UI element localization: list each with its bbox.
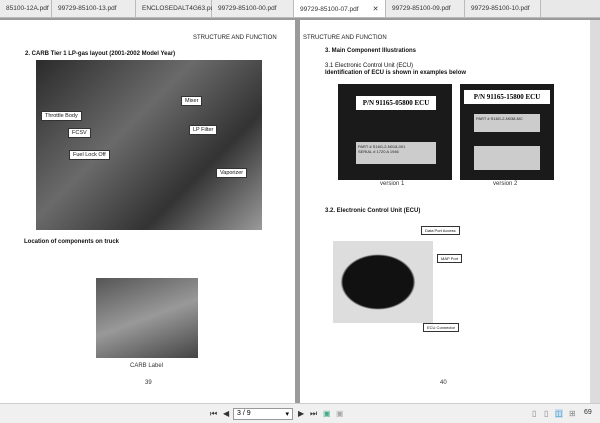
ecu2-part: PART # S16G-2-N038-MC xyxy=(474,114,540,132)
single-page-icon[interactable]: ▯ xyxy=(532,409,537,418)
page-value: 3 / 9 xyxy=(237,410,251,417)
prev-page-icon[interactable]: ◀ xyxy=(223,409,230,418)
ecu1-serial: SERIAL # 1720 A 1946 xyxy=(358,149,399,154)
engine-photo xyxy=(36,60,262,230)
tab[interactable]: 99729-85100-09.pdf xyxy=(386,0,465,17)
subsection-title: 3.2. Electronic Control Unit (ECU) xyxy=(325,208,421,214)
callout-throttle-body: Throttle Body xyxy=(41,111,82,121)
close-icon[interactable]: ✕ xyxy=(372,6,379,13)
subsection-title: 3.1 Electronic Control Unit (ECU) xyxy=(325,63,414,69)
callout-mixer: Mixer xyxy=(181,96,203,106)
next-page-icon[interactable]: ▶ xyxy=(298,409,305,418)
callout-vaporizer: Vaporizer xyxy=(216,168,248,178)
scrollbar[interactable] xyxy=(590,20,600,403)
ecu1-label: P/N 91165-05800 ECU xyxy=(356,96,436,110)
tab-active[interactable]: 99729-85100-07.pdf ✕ xyxy=(294,0,386,17)
tab[interactable]: 99729-85100-13.pdf xyxy=(52,0,136,17)
carb-caption: CARB Label xyxy=(130,363,164,369)
bottom-toolbar: ⏮ ◀ 3 / 9▾ ▶ ⏭ ▣ ▣ ▯ ▯ ◫ ⊞ 69 xyxy=(0,403,600,423)
location-heading: Location of components on truck xyxy=(24,239,120,245)
page-header: STRUCTURE AND FUNCTION xyxy=(193,35,277,41)
pdf-page-39: STRUCTURE AND FUNCTION 2. CARB Tier 1 LP… xyxy=(0,20,295,403)
pdf-page-40: STRUCTURE AND FUNCTION 3. Main Component… xyxy=(300,20,590,403)
tab[interactable]: 99729-85100-00.pdf xyxy=(212,0,294,17)
version1-caption: version 1 xyxy=(380,181,405,187)
tab[interactable]: 99729-85100-10.pdf xyxy=(465,0,541,17)
tab-bar: 85100-12A.pdf 99729-85100-13.pdf ENCLOSE… xyxy=(0,0,600,18)
ecu-version1-photo: P/N 91165-05800 ECU PART # S16G-2-N018-0… xyxy=(338,84,452,180)
section-title: 2. CARB Tier 1 LP-gas layout (2001-2002 … xyxy=(25,51,176,57)
subsection-desc: Identification of ECU is shown in exampl… xyxy=(325,70,467,76)
page-number: 40 xyxy=(440,380,447,386)
ecu2-label: P/N 91165-15800 ECU xyxy=(464,90,550,104)
paste-icon[interactable]: ▣ xyxy=(336,409,344,418)
last-page-icon[interactable]: ⏭ xyxy=(310,409,318,418)
page-header: STRUCTURE AND FUNCTION xyxy=(303,35,387,41)
version2-caption: version 2 xyxy=(493,181,518,187)
copy-icon[interactable]: ▣ xyxy=(323,409,331,418)
ecu-photo xyxy=(333,241,433,323)
callout-fuel-lock-off: Fuel Lock Off xyxy=(69,150,110,160)
first-page-icon[interactable]: ⏮ xyxy=(210,409,218,418)
tab[interactable]: ENCLOSEDALT4G63.pdf xyxy=(136,0,216,17)
callout-ecu-connector: ECU Connector xyxy=(423,323,460,332)
carb-label-photo xyxy=(96,278,198,358)
zoom-level: 69 xyxy=(584,409,592,416)
two-page-icon[interactable]: ◫ xyxy=(555,409,563,418)
tab[interactable]: 85100-12A.pdf xyxy=(0,0,52,17)
section-title: 3. Main Component Illustrations xyxy=(325,48,417,54)
callout-lp-filter: LP Filter xyxy=(189,125,218,135)
ecu-version2-photo: P/N 91165-15800 ECU PART # S16G-2-N038-M… xyxy=(460,84,554,180)
callout-map-port: MAP Port xyxy=(437,254,463,263)
continuous-icon[interactable]: ▯ xyxy=(544,409,549,418)
callout-fcsv: FCSV xyxy=(68,128,91,138)
tab-label: 99729-85100-07.pdf xyxy=(300,6,359,13)
callout-data-port: Data Port Access xyxy=(421,226,460,235)
ecu2-sticker xyxy=(474,146,540,170)
page-number-input[interactable]: 3 / 9▾ xyxy=(233,408,293,420)
page-number: 39 xyxy=(145,380,152,386)
ecu1-part: PART # S16G-2-N018-001 xyxy=(358,144,406,149)
fit-width-icon[interactable]: ⊞ xyxy=(569,409,576,418)
